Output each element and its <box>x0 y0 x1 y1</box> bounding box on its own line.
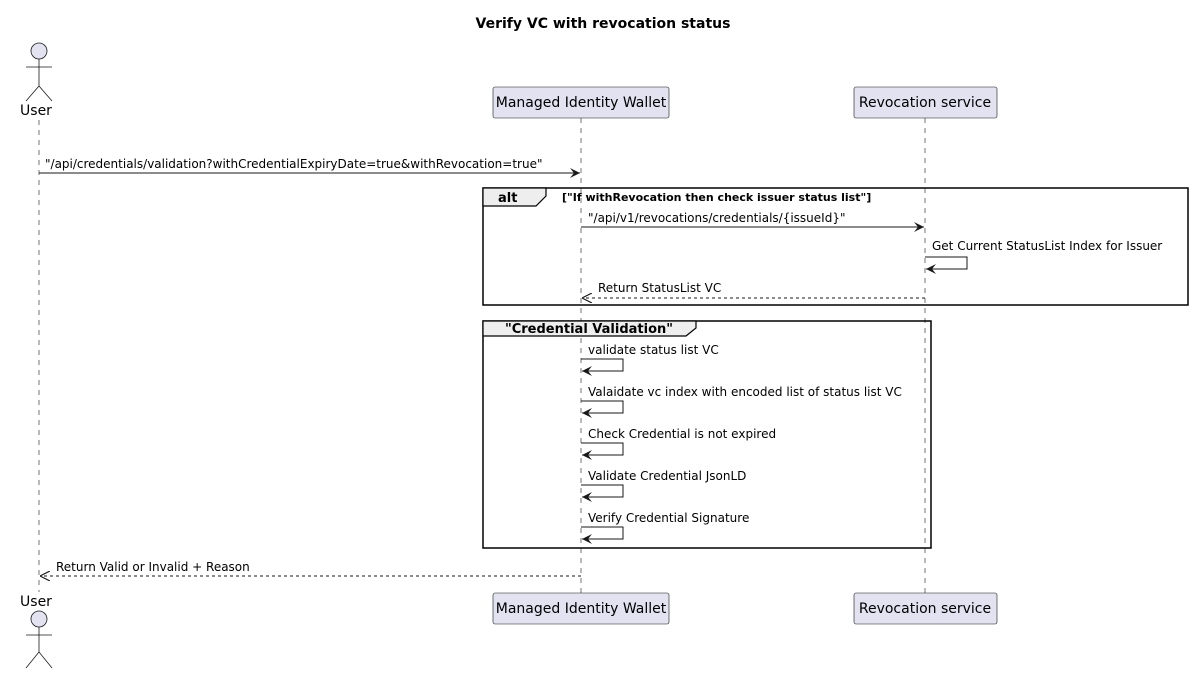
message-label: Check Credential is not expired <box>588 427 776 441</box>
message-check-not-expired: Check Credential is not expired <box>581 427 776 460</box>
alt-keyword: alt <box>498 191 517 206</box>
message-validate-vc-index: Valaidate vc index with encoded list of … <box>581 385 902 418</box>
revocation-label-top: Revocation service <box>859 95 991 111</box>
message-validate-jsonld: Validate Credential JsonLD <box>581 469 746 502</box>
wallet-participant-top: Managed Identity Wallet <box>492 86 670 119</box>
message-label: Verify Credential Signature <box>588 511 749 525</box>
message-label: validate status list VC <box>588 343 719 357</box>
message-return-statuslist: Return StatusList VC <box>582 281 925 298</box>
message-revocations-request: "/api/v1/revocations/credentials/{issueI… <box>581 211 924 232</box>
message-verify-signature: Verify Credential Signature <box>581 511 749 544</box>
message-label: "/api/v1/revocations/credentials/{issueI… <box>588 211 845 225</box>
message-get-statuslist-index: Get Current StatusList Index for Issuer <box>925 239 1162 274</box>
message-label: "/api/credentials/validation?withCredent… <box>45 157 542 171</box>
message-label: Get Current StatusList Index for Issuer <box>932 239 1162 253</box>
revocation-label-bottom: Revocation service <box>859 601 991 617</box>
credential-validation-group: "Credential Validation" <box>482 320 932 549</box>
actor-head <box>30 42 48 60</box>
message-return-result: Return Valid or Invalid + Reason <box>40 560 581 576</box>
user-label-bottom: User <box>20 594 52 610</box>
alt-condition: ["If withRevocation then check issuer st… <box>562 191 871 204</box>
user-actor-top: User <box>20 42 53 119</box>
diagram-title: Verify VC with revocation status <box>476 16 731 32</box>
wallet-label-top: Managed Identity Wallet <box>496 95 667 111</box>
wallet-label-bottom: Managed Identity Wallet <box>496 601 667 617</box>
message-validate-status-list: validate status list VC <box>581 343 719 376</box>
message-label: Return StatusList VC <box>598 281 721 295</box>
message-validation-request: "/api/credentials/validation?withCredent… <box>39 157 580 178</box>
wallet-participant-bottom: Managed Identity Wallet <box>492 592 670 625</box>
actor-head <box>30 610 48 628</box>
message-label: Validate Credential JsonLD <box>588 469 746 483</box>
revocation-participant-bottom: Revocation service <box>853 592 998 625</box>
group-label: "Credential Validation" <box>505 322 673 337</box>
message-label: Valaidate vc index with encoded list of … <box>588 385 902 399</box>
message-label: Return Valid or Invalid + Reason <box>56 560 250 574</box>
user-actor-bottom: User <box>20 594 53 669</box>
alt-fragment: alt ["If withRevocation then check issue… <box>482 187 1189 306</box>
revocation-participant-top: Revocation service <box>853 86 998 119</box>
user-label-top: User <box>20 103 52 119</box>
